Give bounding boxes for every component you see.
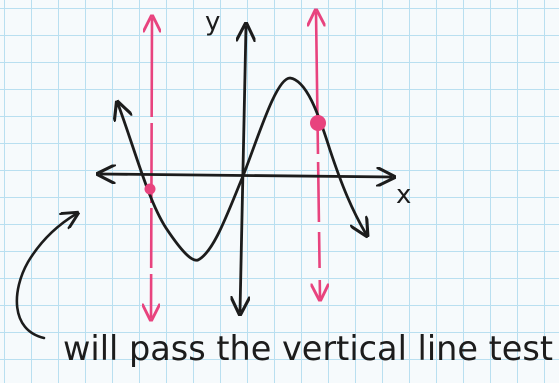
function-curve bbox=[118, 76, 366, 262]
vertical-test-line-left bbox=[151, 18, 152, 318]
annotation-pointer-arrow bbox=[15, 214, 76, 340]
intersection-point-left bbox=[144, 183, 156, 195]
y-axis-label: y bbox=[205, 7, 220, 37]
vertical-test-line-right bbox=[316, 12, 320, 298]
annotation-text: will pass the vertical line test bbox=[63, 329, 553, 369]
x-axis-label: x bbox=[396, 180, 411, 210]
intersection-point-right bbox=[310, 115, 326, 131]
